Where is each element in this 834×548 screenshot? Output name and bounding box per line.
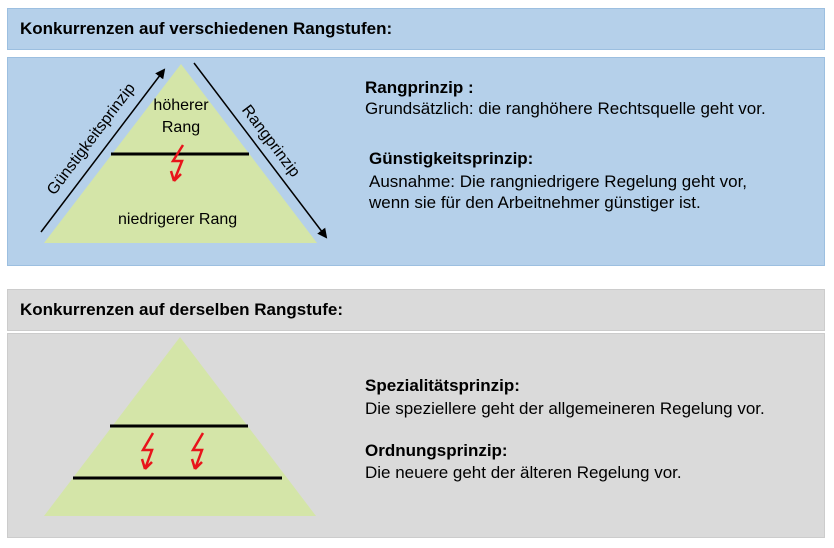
spezialitaet-title: Spezialitätsprinzip: <box>365 376 520 395</box>
rangprinzip-text: Grundsätzlich: die ranghöhere Rechtsquel… <box>365 99 766 118</box>
conflict-lightning-icon <box>190 432 205 470</box>
lower-rank-label: niedrigerer Rang <box>118 211 238 228</box>
rangprinzip-arrow <box>193 62 328 239</box>
rangprinzip-title: Rangprinzip : <box>365 78 474 97</box>
section-title: Konkurrenzen auf derselben Rangstufe: <box>20 300 344 319</box>
ordnung-title: Ordnungsprinzip: <box>365 441 508 460</box>
conflict-lightning-icon <box>140 432 155 470</box>
guenstigkeit-title: Günstigkeitsprinzip: <box>369 149 534 168</box>
section-title: Konkurrenzen auf verschiedenen Rangstufe… <box>20 19 393 38</box>
conflict-lightning-icon <box>169 144 185 182</box>
section-header-same-rank: Konkurrenzen auf derselben Rangstufe: <box>7 289 825 331</box>
guenstigkeit-text-line2: wenn sie für den Arbeitnehmer günstiger … <box>369 193 701 212</box>
higher-rank-label: höherer Rang <box>150 95 212 139</box>
ordnung-text: Die neuere geht der älteren Regelung vor… <box>365 463 682 482</box>
higher-rank-line1: höherer <box>153 97 209 114</box>
higher-rank-line2: Rang <box>161 119 201 136</box>
section-header-different-ranks: Konkurrenzen auf verschiedenen Rangstufe… <box>7 8 825 50</box>
guenstigkeit-text-line1: Ausnahme: Die rangniedrigere Regelung ge… <box>369 172 748 191</box>
guenstigkeit-arrow <box>40 68 166 233</box>
spezialitaet-text: Die speziellere geht der allgemeineren R… <box>365 399 765 418</box>
